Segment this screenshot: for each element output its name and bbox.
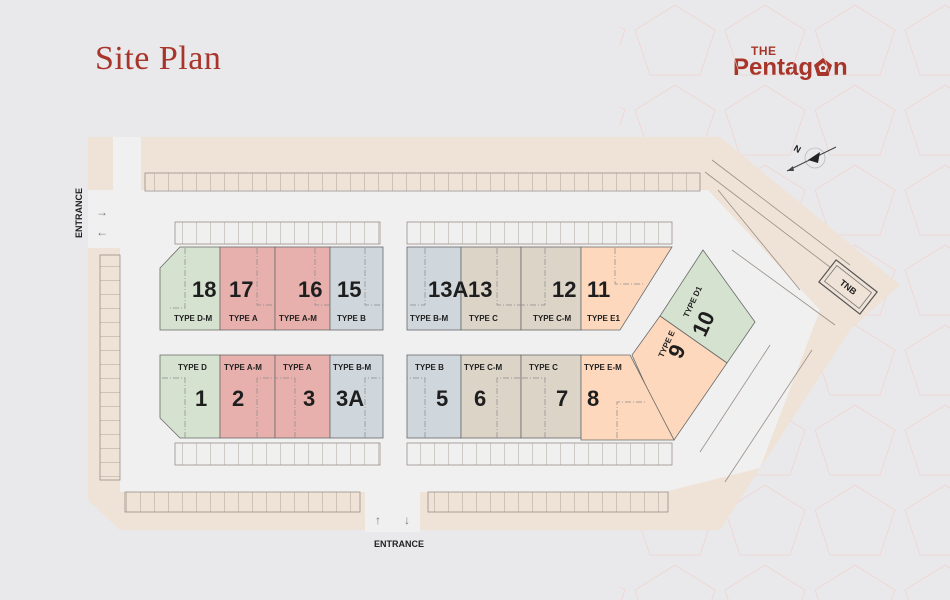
south-entrance[interactable]: ENTRANCE ↑ ↓ xyxy=(374,513,424,549)
lot-8[interactable] xyxy=(580,354,675,441)
svg-text:TYPE C-M: TYPE C-M xyxy=(533,314,572,323)
parking-northeast-diagonal xyxy=(704,159,851,326)
west-entrance-road xyxy=(88,190,128,248)
west-entrance[interactable]: ENTRANCE → ← xyxy=(74,188,108,239)
compass-icon: N xyxy=(786,143,837,172)
page-title: Site Plan xyxy=(95,40,222,77)
svg-text:15: 15 xyxy=(337,277,361,302)
parking-south-west xyxy=(124,491,361,513)
svg-text:TYPE A-M: TYPE A-M xyxy=(279,314,317,323)
lot-2[interactable] xyxy=(219,354,276,439)
svg-text:TYPE C: TYPE C xyxy=(469,314,498,323)
svg-text:1: 1 xyxy=(195,386,207,411)
parking-block-north-west xyxy=(174,221,381,245)
parking-west xyxy=(99,254,121,481)
svg-text:7: 7 xyxy=(556,386,568,411)
svg-text:TYPE A-M: TYPE A-M xyxy=(224,363,262,372)
lot-17[interactable] xyxy=(219,246,276,331)
parking-north xyxy=(144,172,701,192)
svg-text:TYPE B: TYPE B xyxy=(415,363,444,372)
lot-internal-lines xyxy=(160,248,645,438)
svg-text:8: 8 xyxy=(587,386,599,411)
svg-text:TYPE B-M: TYPE B-M xyxy=(410,314,449,323)
parking-southeast-diagonal xyxy=(699,344,813,483)
parking-block-south-west xyxy=(174,442,381,466)
lot-7[interactable] xyxy=(520,354,582,439)
block-south-east xyxy=(406,354,675,441)
block-north-west xyxy=(159,246,384,331)
svg-text:3A: 3A xyxy=(336,386,364,411)
svg-text:17: 17 xyxy=(229,277,253,302)
lot-16[interactable] xyxy=(274,246,331,331)
lot-18[interactable] xyxy=(159,246,221,331)
svg-text:TYPE D: TYPE D xyxy=(178,363,207,372)
arrow-up-icon: ↑ xyxy=(375,513,381,527)
parking-block-north-east xyxy=(406,221,673,245)
parking-south-east xyxy=(427,491,669,513)
lot-11[interactable] xyxy=(580,246,673,331)
parking-block-south-east xyxy=(406,442,673,466)
svg-text:TYPE C-M: TYPE C-M xyxy=(464,363,503,372)
south-entrance-road xyxy=(365,480,420,532)
svg-text:ENTRANCE: ENTRANCE xyxy=(74,188,84,238)
north-road-spur xyxy=(113,137,141,197)
lot-15[interactable] xyxy=(329,246,384,331)
block-north-east xyxy=(406,246,673,331)
svg-text:TYPE E1: TYPE E1 xyxy=(587,314,620,323)
arrow-down-icon: ↓ xyxy=(404,513,410,527)
svg-text:N: N xyxy=(792,143,803,155)
svg-text:3: 3 xyxy=(303,386,315,411)
svg-text:TYPE A: TYPE A xyxy=(283,363,312,372)
svg-text:11: 11 xyxy=(587,277,610,302)
lot-3[interactable] xyxy=(274,354,331,439)
lot-1[interactable] xyxy=(159,354,221,439)
lot-3A[interactable] xyxy=(329,354,384,439)
svg-text:TYPE B-M: TYPE B-M xyxy=(333,363,372,372)
block-south-west xyxy=(159,354,384,439)
svg-text:TYPE E-M: TYPE E-M xyxy=(584,363,622,372)
svg-text:16: 16 xyxy=(298,277,322,302)
arrow-left-icon: ← xyxy=(96,225,108,239)
lot-13[interactable] xyxy=(460,246,522,331)
tnb-substation[interactable]: TNB xyxy=(818,259,878,315)
lot-12[interactable] xyxy=(520,246,582,331)
arrow-right-icon: → xyxy=(96,205,108,219)
svg-text:ENTRANCE: ENTRANCE xyxy=(374,539,424,549)
svg-text:TYPE C: TYPE C xyxy=(529,363,558,372)
svg-text:12: 12 xyxy=(552,277,576,302)
svg-text:13A: 13A xyxy=(428,277,468,302)
lot-13A[interactable] xyxy=(406,246,462,331)
svg-text:18: 18 xyxy=(192,277,216,302)
lot-6[interactable] xyxy=(460,354,522,439)
svg-text:6: 6 xyxy=(474,386,486,411)
svg-text:TYPE A: TYPE A xyxy=(229,314,258,323)
svg-text:TYPE B: TYPE B xyxy=(337,314,366,323)
svg-text:13: 13 xyxy=(468,277,492,302)
svg-text:5: 5 xyxy=(436,386,448,411)
svg-text:2: 2 xyxy=(232,386,244,411)
svg-text:TYPE D-M: TYPE D-M xyxy=(174,314,213,323)
